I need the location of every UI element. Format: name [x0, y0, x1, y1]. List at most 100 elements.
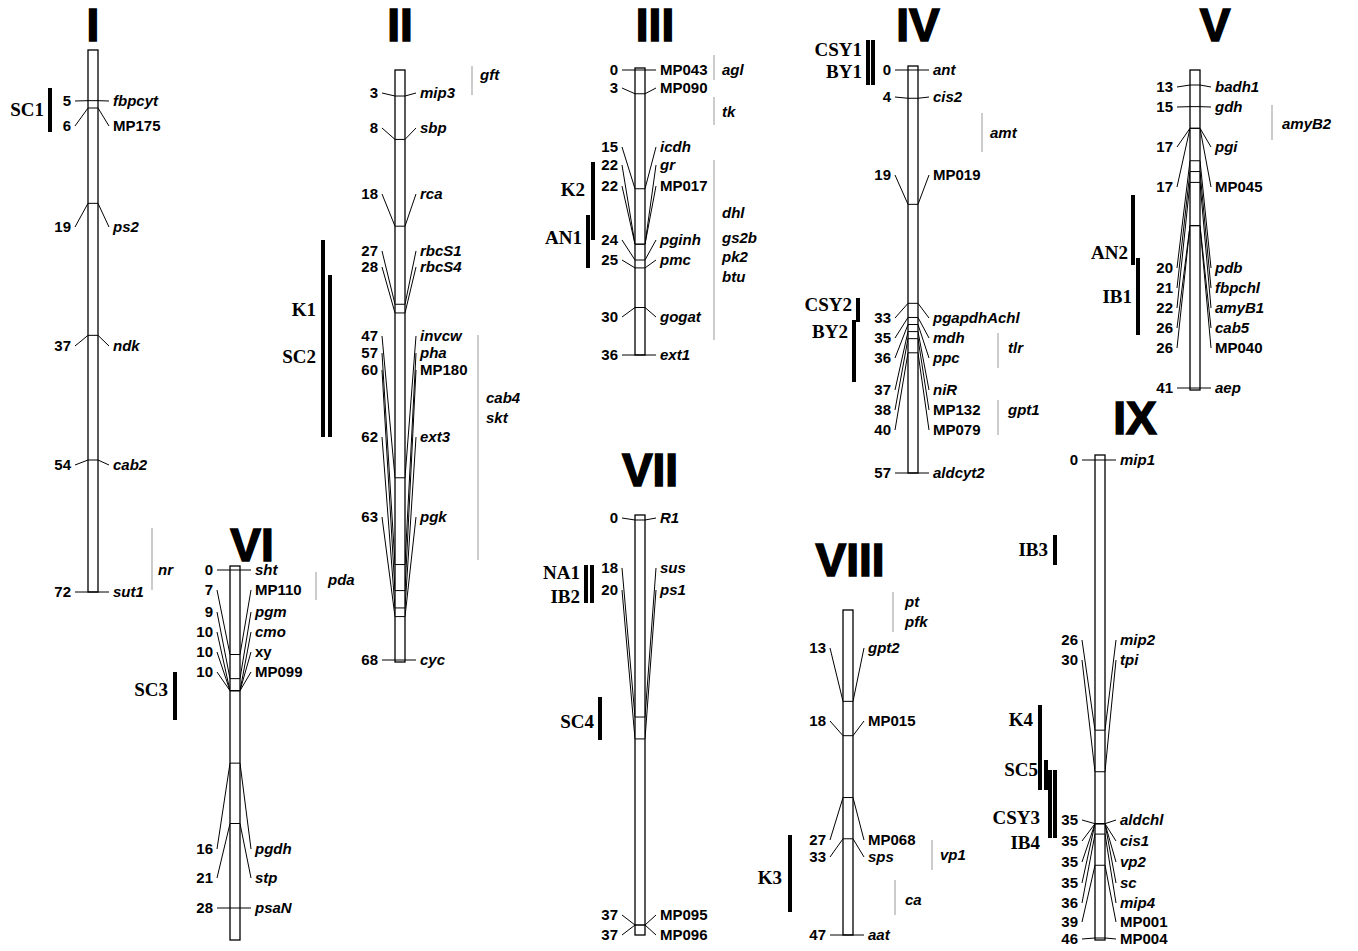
marker-tick: [395, 607, 405, 608]
fan-line: [1200, 172, 1211, 288]
fan-line: [895, 303, 908, 318]
qtl-interval: [852, 320, 856, 382]
marker-tick: [908, 331, 918, 332]
gene-marker: btu: [722, 269, 745, 286]
fan-line: [895, 175, 908, 204]
cm-position: 37: [601, 907, 618, 924]
cm-position: 39: [1061, 914, 1078, 931]
fan-line: [830, 798, 843, 840]
fan-line: [622, 147, 635, 189]
bracket-line: [932, 840, 933, 870]
cm-position: 19: [54, 219, 71, 236]
gene-marker: pmc: [660, 252, 691, 269]
marker-tick: [635, 925, 645, 926]
fan-line: [918, 332, 929, 390]
marker-tick: [1190, 182, 1200, 183]
marker-tick: [635, 260, 645, 261]
molecular-marker: MP090: [660, 80, 708, 97]
marker-tick: [1095, 834, 1105, 835]
gene-marker: pginh: [660, 232, 701, 249]
chromosome-bar: [1190, 70, 1200, 390]
gene-marker: amt: [990, 125, 1017, 142]
fan-line: [405, 194, 416, 226]
marker-tick: [395, 226, 405, 227]
cm-position: 35: [874, 330, 891, 347]
gene-marker: gdh: [1215, 99, 1243, 116]
gene-marker: fbpcyt: [113, 93, 158, 110]
gene-marker: pfk: [905, 614, 928, 631]
marker-tick: [908, 303, 918, 304]
marker-tick: [908, 98, 918, 99]
fan-line: [240, 612, 251, 679]
bracket-line: [714, 160, 715, 340]
gene-marker: mip1: [1120, 452, 1155, 469]
fan-line: [240, 763, 251, 849]
cm-position: 5: [63, 93, 71, 110]
gene-marker: pt: [905, 594, 919, 611]
fan-line: [75, 592, 88, 593]
cm-position: 62: [361, 429, 378, 446]
fan-line: [98, 108, 109, 126]
gene-marker: sc: [1120, 875, 1137, 892]
gene-marker: cis2: [933, 89, 962, 106]
fan-line: [622, 70, 635, 71]
chromosome-title: III: [636, 2, 674, 48]
marker-tick: [635, 93, 645, 94]
chromosome-bar: [395, 70, 405, 662]
marker-tick: [908, 338, 918, 339]
gene-marker: sht: [255, 562, 278, 579]
chromosome-bar: [843, 610, 853, 935]
gene-marker: psaN: [255, 900, 292, 917]
fan-line: [918, 70, 929, 71]
fan-line: [918, 175, 929, 204]
cm-position: 27: [809, 832, 826, 849]
cm-position: 18: [601, 560, 618, 577]
chromosome-bar: [635, 68, 645, 355]
cm-position: 68: [361, 652, 378, 669]
marker-tick: [1190, 225, 1200, 226]
marker-tick: [395, 564, 405, 565]
fan-line: [217, 672, 230, 691]
cm-position: 18: [809, 713, 826, 730]
fan-line: [75, 335, 88, 346]
gene-marker: aat: [868, 927, 890, 944]
marker-tick: [395, 616, 405, 617]
gene-marker: sbp: [420, 120, 447, 137]
chromosome-bar: [908, 66, 918, 473]
qtl-interval: [321, 240, 325, 437]
cm-position: 20: [1156, 260, 1173, 277]
marker-tick: [230, 654, 240, 655]
gene-marker: tpi: [1120, 652, 1138, 669]
marker-tick: [635, 520, 645, 521]
cm-position: 37: [54, 338, 71, 355]
fan-line: [830, 648, 843, 701]
fan-line: [75, 108, 88, 126]
cm-position: 40: [874, 422, 891, 439]
fan-line: [918, 303, 929, 318]
chromosome-title: V: [1200, 2, 1231, 48]
gene-marker: rca: [420, 186, 443, 203]
cm-position: 15: [601, 139, 618, 156]
cm-position: 9: [205, 604, 213, 621]
molecular-marker: xy: [255, 644, 272, 661]
fan-line: [622, 186, 635, 244]
chromosome-bar: [230, 566, 240, 940]
fan-line: [622, 590, 635, 739]
cm-position: 27: [361, 243, 378, 260]
bracket-line: [472, 66, 473, 95]
marker-tick: [635, 717, 645, 718]
qtl-label: IB3: [1018, 540, 1048, 561]
marker-tick: [908, 70, 918, 71]
gene-marker: R1: [660, 510, 679, 527]
cm-position: 30: [601, 309, 618, 326]
chromosome-title: VII: [622, 447, 678, 493]
qtl-interval: [584, 565, 588, 603]
gene-marker: cis1: [1120, 833, 1149, 850]
marker-tick: [1095, 823, 1105, 824]
fan-line: [405, 251, 416, 304]
gene-marker: agl: [722, 62, 744, 79]
gene-marker: aldcyt2: [933, 465, 985, 482]
fan-line: [895, 339, 908, 410]
chromosome-title: VIII: [815, 537, 884, 583]
cm-position: 19: [874, 167, 891, 184]
